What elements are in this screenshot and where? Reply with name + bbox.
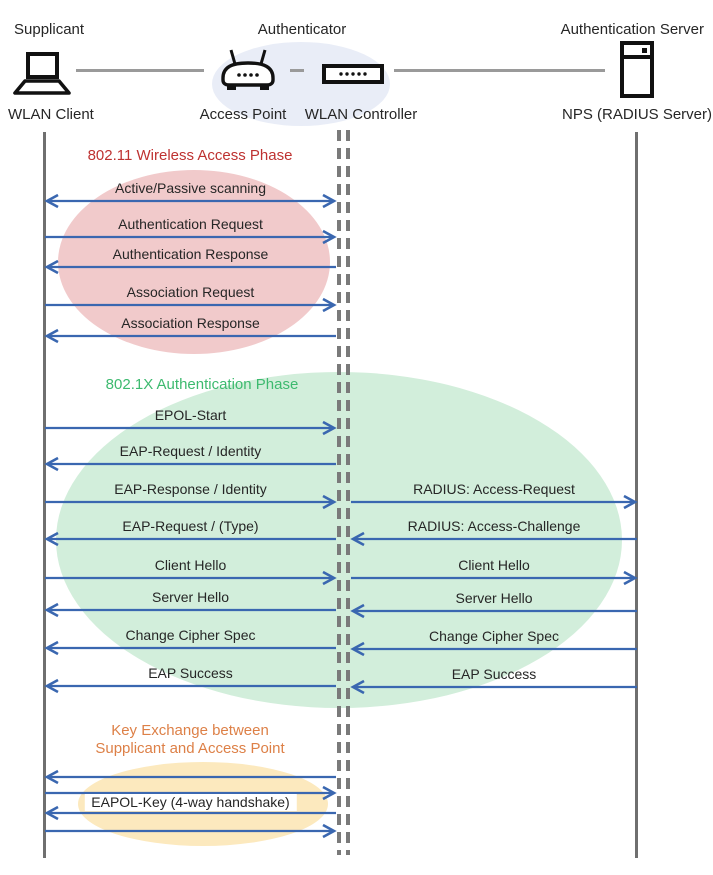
message-label: Authentication Request (118, 216, 263, 232)
message-label: Association Request (126, 284, 255, 300)
message-label: EAP-Request / (Type) (122, 518, 259, 534)
message-label: Change Cipher Spec (125, 627, 256, 643)
message-arrow-left (44, 769, 336, 785)
wlan-controller-icon (322, 64, 384, 84)
device-label-wlan-client: WLAN Client (8, 106, 94, 123)
connector-line-left (76, 69, 204, 72)
role-label-authentication-server: Authentication Server (560, 21, 704, 38)
lifeline-authentication-server (635, 132, 638, 858)
message-arrow-right (45, 420, 337, 436)
message-label: Server Hello (151, 589, 230, 605)
phase-title-8021x-authentication: 802.1X Authentication Phase (105, 376, 299, 393)
message-label: RADIUS: Access-Request (413, 481, 575, 497)
message-label: Change Cipher Spec (429, 628, 559, 644)
device-label-access-point: Access Point (199, 106, 287, 123)
message-arrow-left (350, 603, 637, 619)
message-label: Client Hello (154, 557, 227, 573)
message-label: Active/Passive scanning (115, 180, 266, 196)
server-icon (620, 41, 654, 98)
phase-title-key-exchange-line2: Supplicant and Access Point (95, 740, 285, 757)
message-label: Client Hello (458, 557, 530, 573)
role-label-supplicant: Supplicant (14, 21, 85, 38)
laptop-icon (13, 52, 71, 95)
message-arrow-right (45, 494, 337, 510)
lifeline-authenticator-dashed-1 (337, 130, 341, 855)
message-label: EAPOL-Key (4-way handshake) (84, 794, 297, 811)
message-arrow-right (45, 229, 337, 245)
connector-line-right (394, 69, 605, 72)
message-label: EAP Success (148, 665, 233, 681)
message-arrow-left (44, 678, 336, 694)
message-arrow-left (350, 679, 637, 695)
message-arrow-right (351, 494, 638, 510)
phase-title-80211-wireless-access: 802.11 Wireless Access Phase (87, 147, 293, 164)
device-label-wlan-controller: WLAN Controller (304, 106, 418, 123)
message-label: Association Response (121, 315, 260, 331)
message-arrow-both (44, 193, 337, 209)
message-label: EAP-Request / Identity (119, 443, 262, 459)
message-arrow-left (44, 456, 336, 472)
access-point-icon (221, 49, 275, 90)
message-arrow-left (350, 641, 637, 657)
device-label-nps-radius-server: NPS (RADIUS Server) (561, 106, 713, 123)
message-label: EPOL-Start (154, 407, 227, 423)
message-arrow-left (44, 805, 336, 821)
message-arrow-right (45, 297, 337, 313)
lifeline-supplicant (43, 132, 46, 858)
message-arrow-left (44, 328, 336, 344)
message-arrow-left (350, 531, 637, 547)
message-arrow-right (45, 823, 337, 839)
message-arrow-left (44, 640, 336, 656)
message-arrow-left (44, 602, 336, 618)
message-arrow-right (351, 570, 638, 586)
message-label: RADIUS: Access-Challenge (407, 518, 581, 534)
lifeline-authenticator-dashed-2 (346, 130, 350, 855)
message-arrow-right (45, 785, 337, 801)
phase-title-key-exchange-line1: Key Exchange between (111, 722, 269, 739)
message-label: Server Hello (455, 590, 533, 606)
message-arrow-left (44, 259, 336, 275)
message-label: EAP-Response / Identity (114, 481, 267, 497)
role-label-authenticator: Authenticator (257, 21, 347, 38)
message-label: EAP Success (451, 666, 537, 682)
message-arrow-right (45, 570, 337, 586)
message-arrow-left (44, 531, 336, 547)
connector-line-middle (290, 69, 304, 72)
message-label: Authentication Response (112, 246, 269, 262)
